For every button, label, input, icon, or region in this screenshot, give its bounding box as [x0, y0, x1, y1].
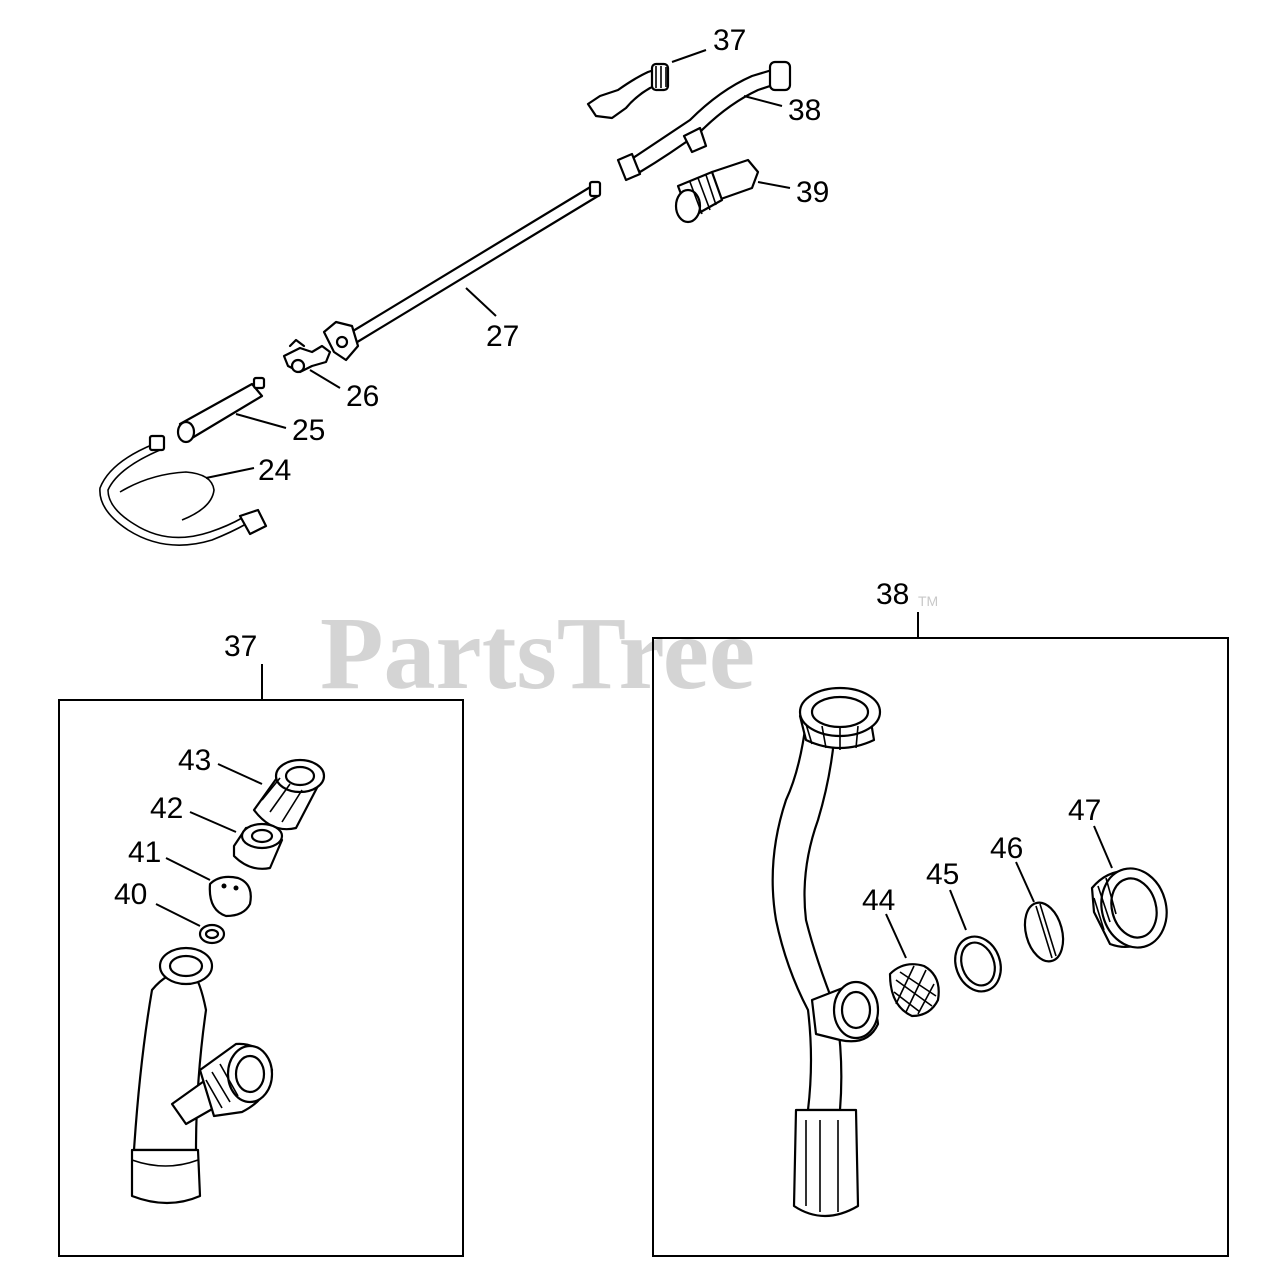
leader-43	[217, 763, 263, 785]
part-37-elbow-body[interactable]	[130, 946, 274, 1205]
label-38[interactable]: 38	[788, 94, 821, 127]
part-40-o-ring[interactable]	[198, 923, 226, 945]
part-26-valve-fitting[interactable]	[282, 338, 332, 374]
part-44-screen-filter[interactable]	[888, 963, 940, 1018]
part-41-disk[interactable]	[208, 875, 252, 918]
detail-box-37	[58, 699, 464, 1257]
label-46[interactable]: 46	[990, 832, 1023, 865]
label-47[interactable]: 47	[1068, 794, 1101, 827]
leader-44	[885, 913, 907, 959]
label-25[interactable]: 25	[292, 414, 325, 447]
leader-41	[165, 857, 211, 881]
box-37-label[interactable]: 37	[224, 630, 257, 663]
leader-45	[949, 889, 967, 931]
leader-38	[743, 95, 783, 107]
detail-box-38	[652, 637, 1229, 1257]
part-25-handle-grip[interactable]	[176, 376, 266, 444]
part-38-curved-wand[interactable]	[616, 60, 792, 182]
leader-26	[309, 369, 341, 389]
watermark-trademark: TM	[918, 593, 938, 609]
part-43-cap-nut[interactable]	[252, 758, 326, 831]
part-37-elbow-nozzle[interactable]	[586, 62, 670, 120]
leader-46	[1015, 861, 1035, 903]
part-39-adjustable-nozzle[interactable]	[674, 158, 760, 224]
label-40[interactable]: 40	[114, 878, 147, 911]
part-38-curved-tube[interactable]	[771, 686, 882, 1217]
label-44[interactable]: 44	[862, 884, 895, 917]
leader-25	[235, 413, 287, 429]
leader-37	[671, 49, 707, 63]
leader-24	[205, 467, 255, 479]
label-45[interactable]: 45	[926, 858, 959, 891]
label-42[interactable]: 42	[150, 792, 183, 825]
part-24-hose[interactable]	[99, 434, 268, 546]
leader-42	[189, 811, 237, 833]
part-47-nozzle-cap[interactable]	[1090, 861, 1175, 955]
watermark-text: PartsTree	[320, 596, 755, 711]
leader-47	[1093, 825, 1113, 869]
label-26[interactable]: 26	[346, 380, 379, 413]
box-38-label[interactable]: 38	[876, 578, 909, 611]
leader-27	[465, 287, 497, 317]
label-24[interactable]: 24	[258, 454, 291, 487]
leader-40	[155, 903, 201, 927]
label-39[interactable]: 39	[796, 176, 829, 209]
part-27-extension-wand[interactable]	[322, 180, 602, 362]
label-37[interactable]: 37	[713, 24, 746, 57]
leader-39	[757, 181, 791, 189]
label-27[interactable]: 27	[486, 320, 519, 353]
part-46-orifice-disk[interactable]	[1019, 898, 1069, 965]
label-43[interactable]: 43	[178, 744, 211, 777]
part-45-o-ring[interactable]	[948, 930, 1008, 998]
part-42-ring[interactable]	[232, 822, 284, 870]
label-41[interactable]: 41	[128, 836, 161, 869]
